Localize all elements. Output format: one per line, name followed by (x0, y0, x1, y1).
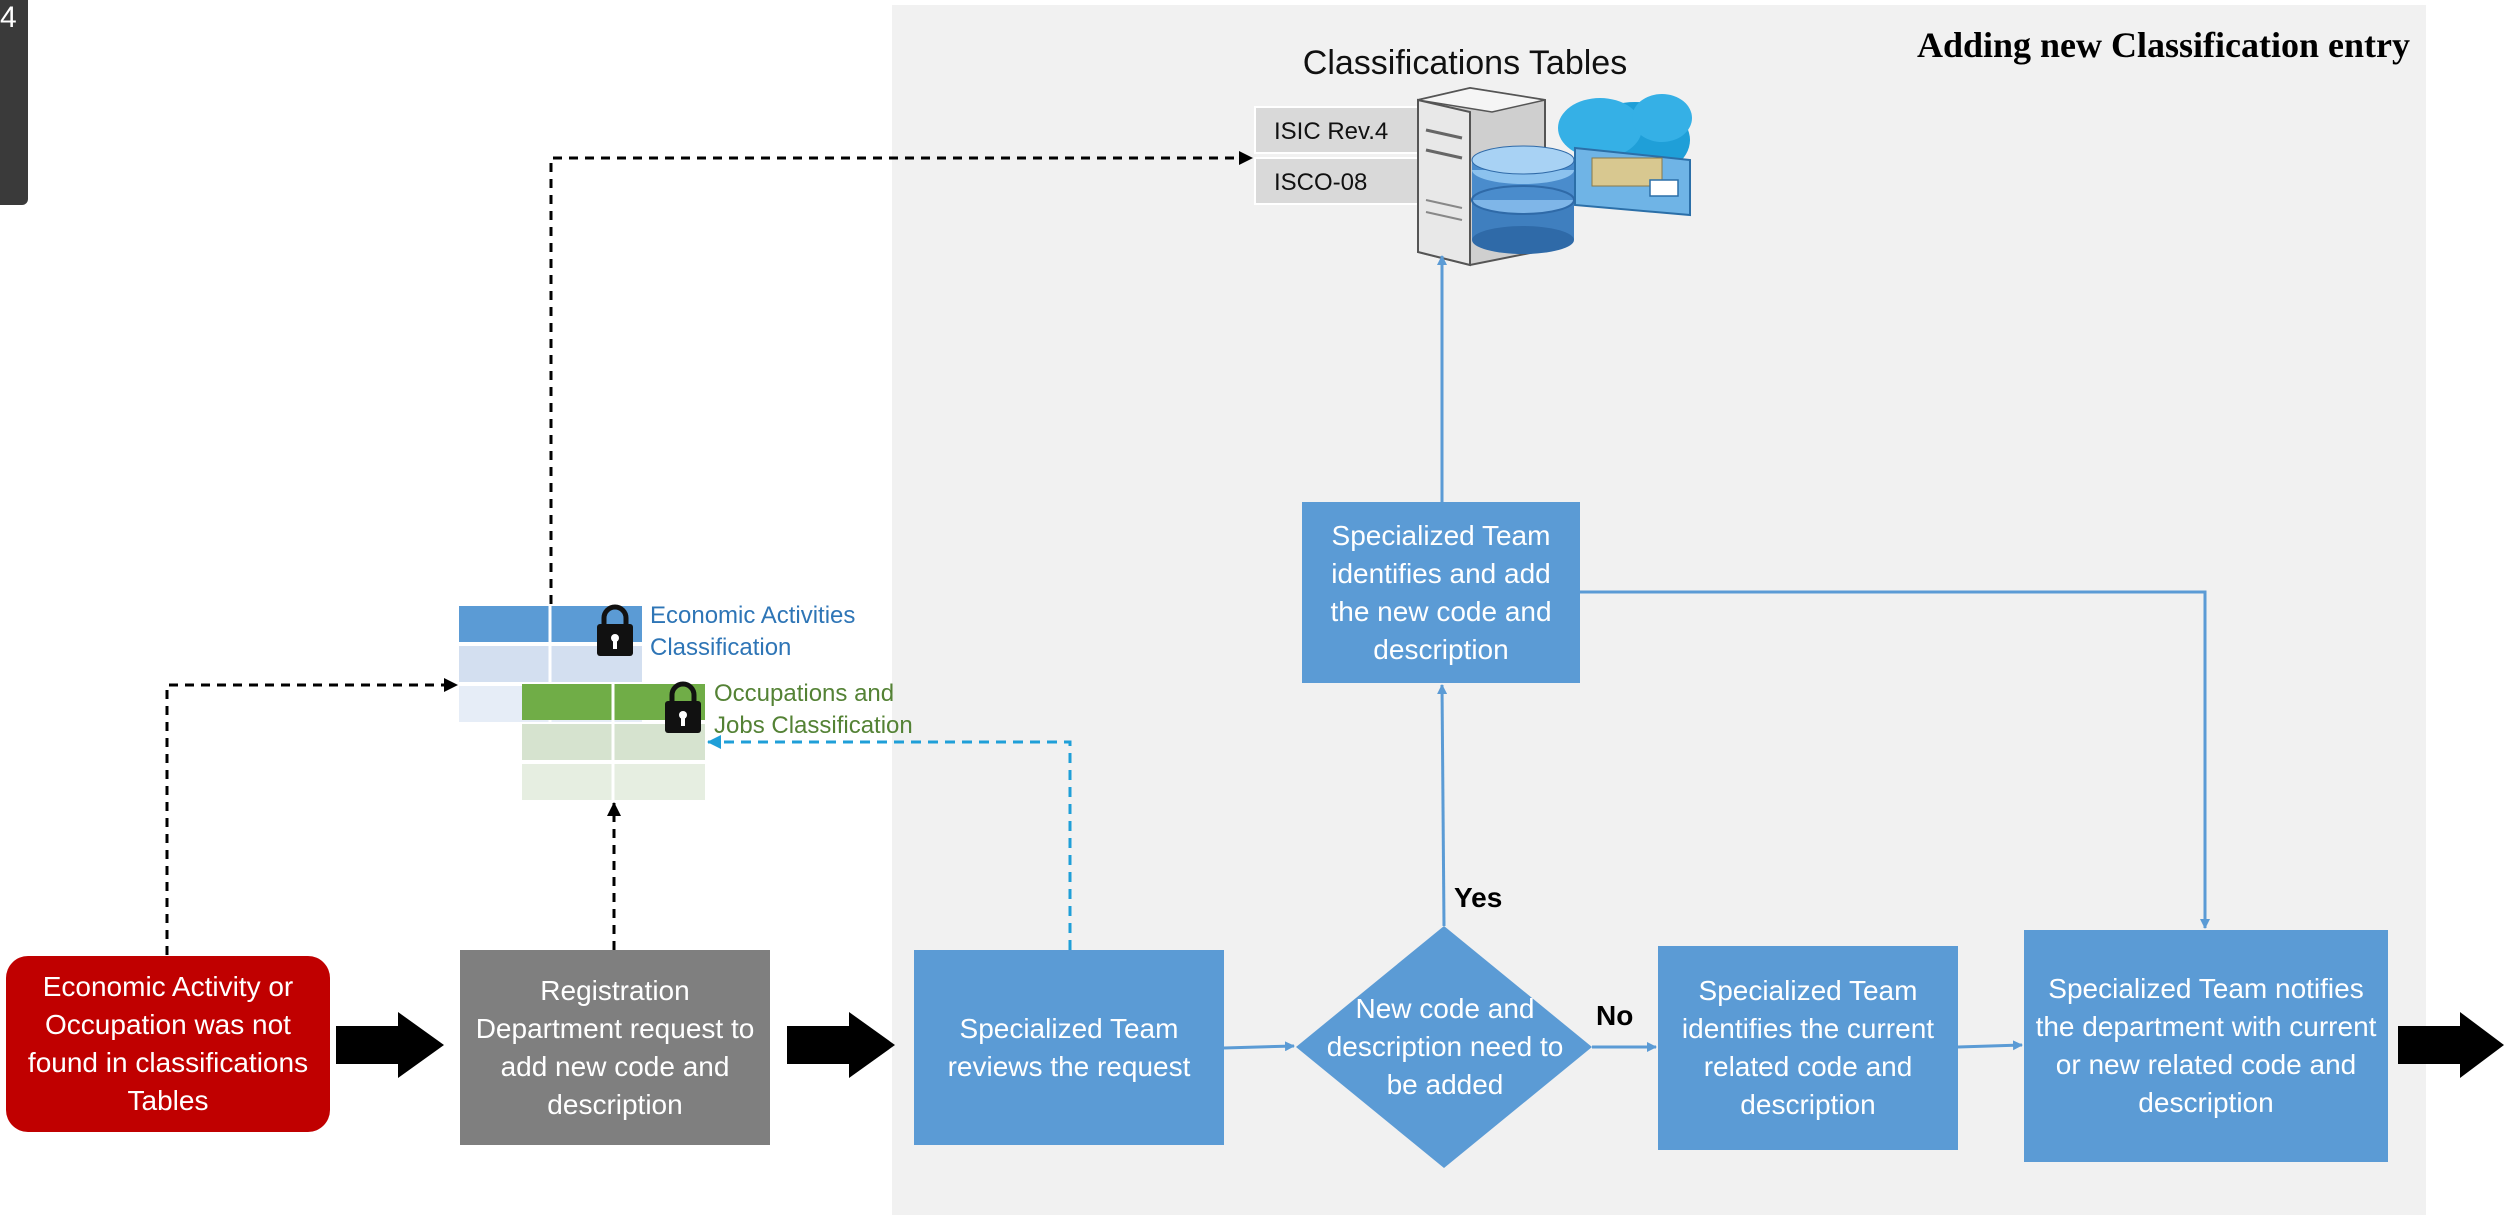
no-label: No (1596, 1000, 1634, 1031)
lock-icon (665, 681, 701, 733)
notify-node: Specialized Team notifies the department… (2024, 930, 2388, 1162)
db-row-isic: ISIC Rev.4 (1254, 106, 1422, 154)
occupation-table-label: Occupations and Jobs Classification (714, 680, 913, 739)
decision-label: New code and description need to be adde… (1326, 993, 1564, 1100)
add-new-code-node: Specialized Team identifies and add the … (1302, 502, 1580, 683)
page-tab: 4 (0, 0, 28, 205)
lock-icon (597, 604, 633, 656)
economic-table-label: Economic Activities Classification (650, 602, 856, 661)
occupation-table (522, 684, 705, 800)
block-arrow-1 (336, 1012, 444, 1078)
database-title: Classifications Tables (1302, 44, 1628, 82)
start-node: Economic Activity or Occupation was not … (6, 956, 330, 1132)
db-row-isco: ISCO-08 (1254, 157, 1422, 205)
review-node: Specialized Team reviews the request (914, 950, 1224, 1145)
diagram-title: Adding new Classification entry (1916, 25, 2410, 65)
dashed-start-to-tables (165, 678, 458, 955)
registration-node: Registration Department request to add n… (460, 950, 770, 1145)
identify-current-node: Specialized Team identifies the current … (1658, 946, 1958, 1150)
block-arrow-2 (787, 1012, 895, 1078)
yes-label: Yes (1454, 882, 1503, 913)
economic-table (459, 606, 642, 722)
